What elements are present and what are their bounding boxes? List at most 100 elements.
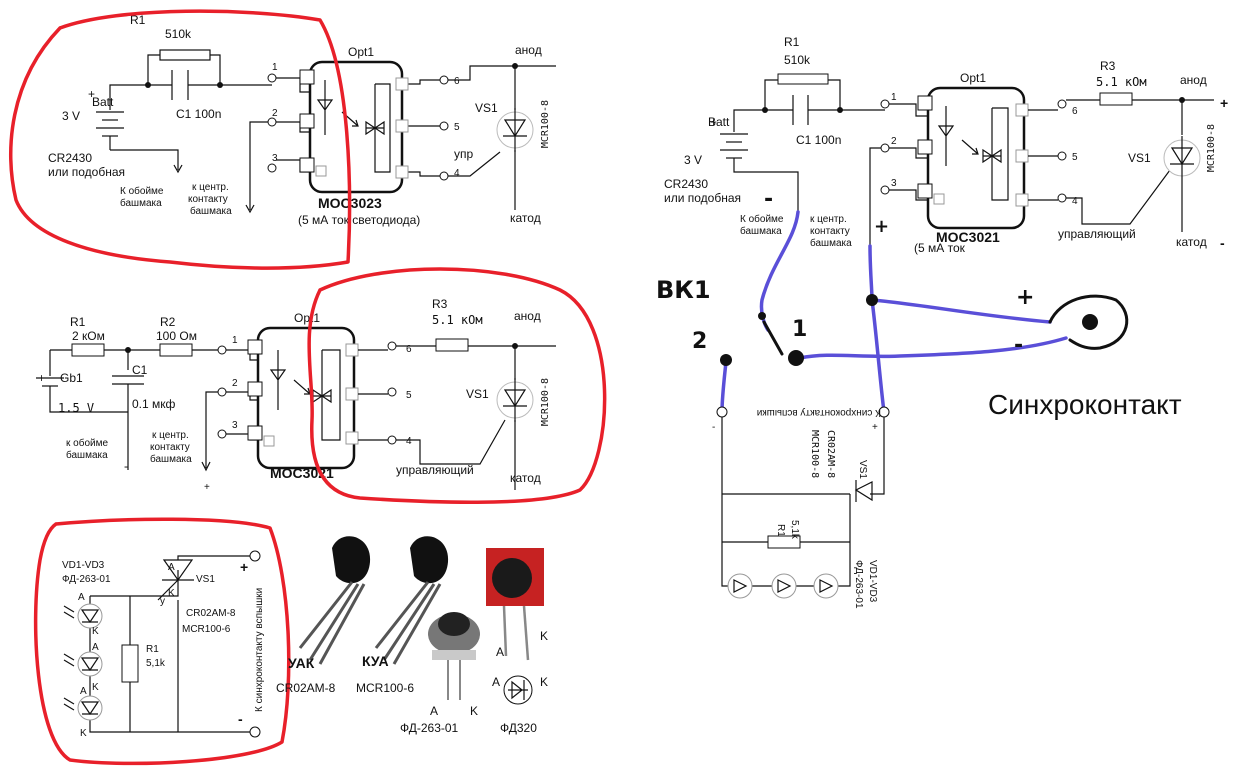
opt1-label: Opt1 [348,45,374,59]
mirror-vd2: VD1-VD3 [867,560,878,603]
r1-value-label: 2 кОм [72,329,105,343]
svg-text:6: 6 [1072,106,1078,117]
r2-ref-label: R2 [160,315,176,329]
svg-text:+: + [88,87,95,101]
svg-text:A: A [80,686,87,697]
right-mcr: MCR100-8 [1206,124,1217,172]
center-label-1: к центр. [152,430,189,441]
right-plus: + [1220,95,1228,111]
vd-label: VD1-VD3 [62,560,105,571]
center-label-3: башмака [150,453,192,465]
svg-text:K: K [540,629,548,643]
shoe-label-2: башмака [66,449,108,461]
fd320-name: ФД320 [500,721,537,735]
shoe-minus: - [124,459,128,473]
vs1-label: VS1 [196,574,215,585]
r1-resistor [159,49,211,61]
svg-text:2: 2 [272,108,278,119]
right-c1-label: C1 100n [796,133,841,147]
center-label-3: башмака [190,205,232,217]
center-label-2: контакту [150,442,190,453]
shoe-label-1: К обойме [120,185,164,197]
mcr-label: MCR100-6 [182,624,231,635]
sync-plus-mark: + [1016,285,1034,310]
gb1-plus: + [38,371,45,385]
cr02am-transistor [298,536,371,665]
svg-text:K: K [92,682,99,693]
sync-label: К синхроконтакту вспышки [254,588,265,712]
highlight-circle-2 [307,267,607,505]
plus-label: + [240,559,248,575]
right-opt1-chip [926,86,1026,230]
vs1-label: VS1 [475,101,498,115]
right-shoe-1: К обойме [740,213,784,225]
mcr-label: MCR100-8 [540,378,551,426]
fd263-name: ФД-263-01 [400,721,459,735]
circuit-moc3021: R1 2 кОм R2 100 Ом C1 0.1 мкф Gb1 1.5 V … [36,267,607,505]
gb1-label: Gb1 [60,371,83,385]
right-center-2: контакту [810,226,850,237]
right-center-1: к центр. [810,214,847,225]
shoe-label-2: башмака [120,197,162,209]
svg-text:4: 4 [406,436,412,447]
svg-text:A: A [92,642,99,653]
right-cell-type: CR2430 [664,177,708,191]
mcr-label: MCR100-8 [540,100,551,148]
svg-text:6: 6 [406,344,412,355]
right-r1-value: 510k [784,53,811,67]
svg-text:-: - [712,422,715,433]
right-cathode: катод [1176,235,1207,249]
shoe-minus-mark: - [764,187,773,212]
svg-text:5: 5 [406,390,412,401]
cell-note-label: или подобная [48,165,125,179]
svg-text:K: K [540,675,548,689]
control-label: управляющий [396,463,474,477]
svg-text:4: 4 [454,168,460,179]
anode-label: анод [515,43,542,57]
svg-text:K: K [80,728,87,739]
r1-resistor [121,644,139,683]
svg-text:1: 1 [891,92,897,103]
svg-text:A: A [496,645,504,659]
mcr100-transistor [374,536,449,665]
svg-text:6: 6 [454,76,460,87]
svg-text:+: + [710,115,717,129]
gb1-voltage-label: 1.5 V [58,401,94,415]
highlight-circle-1 [8,9,352,270]
batt-label: Batt [92,95,114,109]
svg-text:K: K [470,704,478,718]
mirror-mcr: MCR100-8 [809,430,820,478]
right-shoe-2: башмака [740,225,782,237]
cr02-name: CR02AM-8 [276,681,336,695]
cathode-label: катод [510,471,541,485]
mcr100-name: MCR100-6 [356,681,414,695]
switch-pos-2: 2 [692,329,707,354]
r1-ref-label: R1 [70,315,86,329]
right-r1-ref: R1 [784,35,800,49]
right-batt-label: Batt [708,115,730,129]
highlight-circle-3 [33,517,291,766]
fd320-photodiode [486,548,544,705]
svg-text:5: 5 [1072,152,1078,163]
svg-text:K: K [92,626,99,637]
circuit-photodiode: VD1-VD3 ФД-263-01 AK AK AK y AK VS1 CR02… [33,517,291,766]
anode-label: анод [514,309,541,323]
right-minus: - [1220,235,1225,251]
right-anode: анод [1180,73,1207,87]
svg-text:3: 3 [891,178,897,189]
batt-voltage-label: 3 V [62,109,80,123]
mirror-vs: VS1 [857,460,868,479]
svg-text:A: A [430,704,438,718]
circuit-moc3023: R1 510k C1 100n Batt 3 V + CR2430 или по… [8,9,556,270]
mirror-sync-label: К синхроконтакту вспышки [757,407,881,418]
right-assembly: R1 510k C1 100n Batt 3 V + CR2430 или по… [656,35,1228,609]
svg-text:A: A [78,592,85,603]
svg-text:A: A [492,675,500,689]
right-r3-value: 5.1 кОм [1096,75,1147,89]
r1-ref-label: R1 [146,644,159,655]
right-vs1: VS1 [1128,151,1151,165]
mcr100-pin-labels: КУА [362,653,389,669]
cr02-pin-labels: УАК [288,655,315,671]
component-photos: УАК CR02AM-8 КУА MCR100-6 A K ФД-263-01 … [276,536,548,735]
